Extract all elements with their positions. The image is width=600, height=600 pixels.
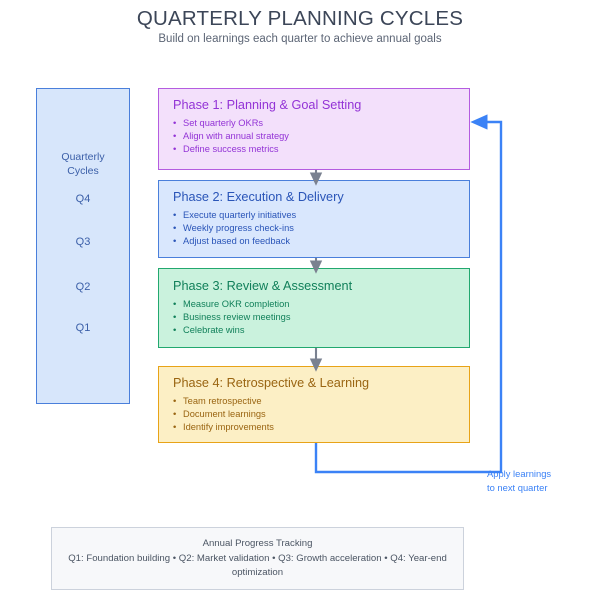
footer-detail: Q1: Foundation building • Q2: Market val… <box>68 552 447 578</box>
phase-1-box[interactable]: Phase 1: Planning & Goal Setting Set qua… <box>158 88 470 170</box>
quarterly-cycles-panel <box>36 88 130 404</box>
sidebar-item-q3[interactable]: Q3 <box>75 236 91 248</box>
sidebar-title: Quarterly Cycles <box>36 150 130 178</box>
phase-4-title: Phase 4: Retrospective & Learning <box>173 376 370 390</box>
phase-2-bullets: Execute quarterly initiatives Weekly pro… <box>173 208 469 249</box>
phase-1-title: Phase 1: Planning & Goal Setting <box>173 98 362 112</box>
feedback-loop-label: Apply learnings to next quarter <box>487 467 551 495</box>
page-title: QUARTERLY PLANNING CYCLES <box>136 7 464 30</box>
feedback-loop-label-line1: Apply learnings <box>487 468 552 479</box>
sidebar-item-q4[interactable]: Q4 <box>75 193 91 205</box>
sidebar-item-q2[interactable]: Q2 <box>75 281 91 293</box>
list-item: Set quarterly OKRs <box>173 116 469 130</box>
phase-4-bullets: Team retrospective Document learnings Id… <box>173 394 469 435</box>
feedback-loop-label-line2: to next quarter <box>487 482 548 493</box>
list-item: Execute quarterly initiatives <box>173 208 469 222</box>
list-item: Document learnings <box>173 408 469 421</box>
list-item: Adjust based on feedback <box>173 235 469 248</box>
phase-4-box[interactable]: Phase 4: Retrospective & Learning Team r… <box>158 366 470 443</box>
phase-3-title: Phase 3: Review & Assessment <box>173 279 353 293</box>
phase-1-bullets: Set quarterly OKRs Align with annual str… <box>173 116 469 157</box>
footer-title: Annual Progress Tracking <box>202 537 313 549</box>
phase-2-box[interactable]: Phase 2: Execution & Delivery Execute qu… <box>158 180 470 258</box>
list-item: Weekly progress check-ins <box>173 222 469 235</box>
sidebar-title-line1: Quarterly <box>61 151 105 163</box>
list-item: Identify improvements <box>173 421 469 434</box>
list-item: Define success metrics <box>173 143 469 156</box>
annual-progress-tracking-box: Annual Progress Tracking Q1: Foundation … <box>51 527 464 590</box>
list-item: Measure OKR completion <box>173 297 469 311</box>
list-item: Align with annual strategy <box>173 130 469 143</box>
sidebar-title-line2: Cycles <box>67 165 99 177</box>
list-item: Team retrospective <box>173 394 469 408</box>
phase-3-bullets: Measure OKR completion Business review m… <box>173 297 469 338</box>
phase-2-title: Phase 2: Execution & Delivery <box>173 190 344 204</box>
list-item: Business review meetings <box>173 311 469 324</box>
list-item: Celebrate wins <box>173 324 469 337</box>
sidebar-item-q1[interactable]: Q1 <box>75 322 91 334</box>
phase-3-box[interactable]: Phase 3: Review & Assessment Measure OKR… <box>158 268 470 348</box>
page-subtitle: Build on learnings each quarter to achie… <box>158 33 442 45</box>
